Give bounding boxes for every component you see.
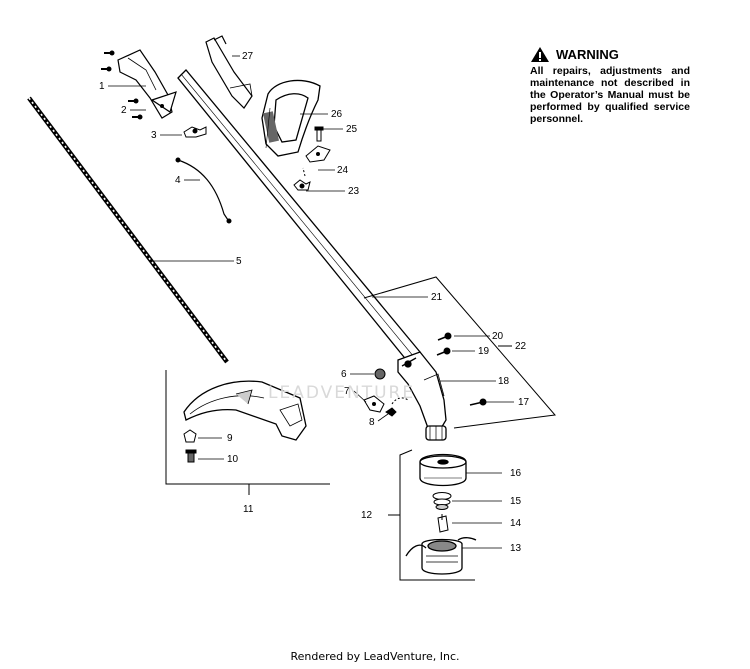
- gear-assembly-bracket: [363, 276, 556, 429]
- callout-numbers: 1 2 3 4 5 6 7 8 9 10 11 12 13 14 15 16 1…: [99, 51, 530, 554]
- handle-clamp-hardware: [293, 126, 331, 191]
- footer-credit: Rendered by LeadVenture, Inc.: [290, 650, 460, 663]
- warning-notice: WARNING All repairs, adjustments and mai…: [530, 46, 690, 126]
- callout-14: 14: [510, 518, 522, 529]
- callout-2: 2: [121, 105, 127, 116]
- loop-handle: [261, 79, 321, 157]
- bushing: [374, 368, 386, 380]
- callout-24: 24: [337, 165, 349, 176]
- callout-20: 20: [492, 331, 504, 342]
- throttle-cable: [175, 157, 232, 224]
- callout-13: 13: [510, 543, 522, 554]
- trimmer-guard: [183, 380, 307, 441]
- spool-housing: [405, 537, 477, 575]
- guard-hardware: [183, 429, 197, 463]
- callout-26: 26: [331, 109, 343, 120]
- trimmer-head-bracket: [388, 449, 475, 581]
- gear-head: [397, 351, 447, 441]
- callout-4: 4: [175, 175, 181, 186]
- callout-3: 3: [151, 130, 157, 141]
- callout-1: 1: [99, 81, 105, 92]
- callout-27: 27: [242, 51, 254, 62]
- callout-25: 25: [346, 124, 358, 135]
- callout-9: 9: [227, 433, 233, 444]
- warning-text: All repairs, adjustments and maintenance…: [530, 65, 690, 125]
- watermark: LEADVENTURE: [268, 383, 416, 403]
- callout-23: 23: [348, 186, 360, 197]
- handle-housing: [117, 49, 177, 119]
- gear-head-screws: [436, 332, 487, 406]
- callout-21: 21: [431, 292, 443, 303]
- callout-18: 18: [498, 376, 510, 387]
- callout-19: 19: [478, 346, 490, 357]
- callout-12: 12: [361, 510, 373, 521]
- callout-16: 16: [510, 468, 522, 479]
- callout-7: 7: [344, 386, 350, 397]
- wing-nut: [183, 126, 207, 138]
- callout-8: 8: [369, 417, 375, 428]
- guard-bracket: [165, 370, 330, 495]
- callout-6: 6: [341, 369, 347, 380]
- spring: [432, 492, 452, 510]
- callout-5: 5: [236, 256, 242, 267]
- callout-22: 22: [515, 341, 527, 352]
- flex-drive-shaft: [27, 96, 229, 364]
- handle-screws: [101, 50, 164, 120]
- spool-cover: [419, 453, 467, 487]
- warning-triangle-icon: [531, 47, 549, 62]
- callout-17: 17: [518, 397, 530, 408]
- callout-11: 11: [243, 504, 254, 515]
- callout-15: 15: [510, 496, 522, 507]
- callout-10: 10: [227, 454, 239, 465]
- warning-heading: WARNING: [556, 46, 619, 62]
- upper-handle-part: [205, 35, 253, 109]
- leader-lines: [108, 55, 514, 549]
- shield-clamp: [363, 395, 409, 417]
- eyelet: [437, 514, 449, 533]
